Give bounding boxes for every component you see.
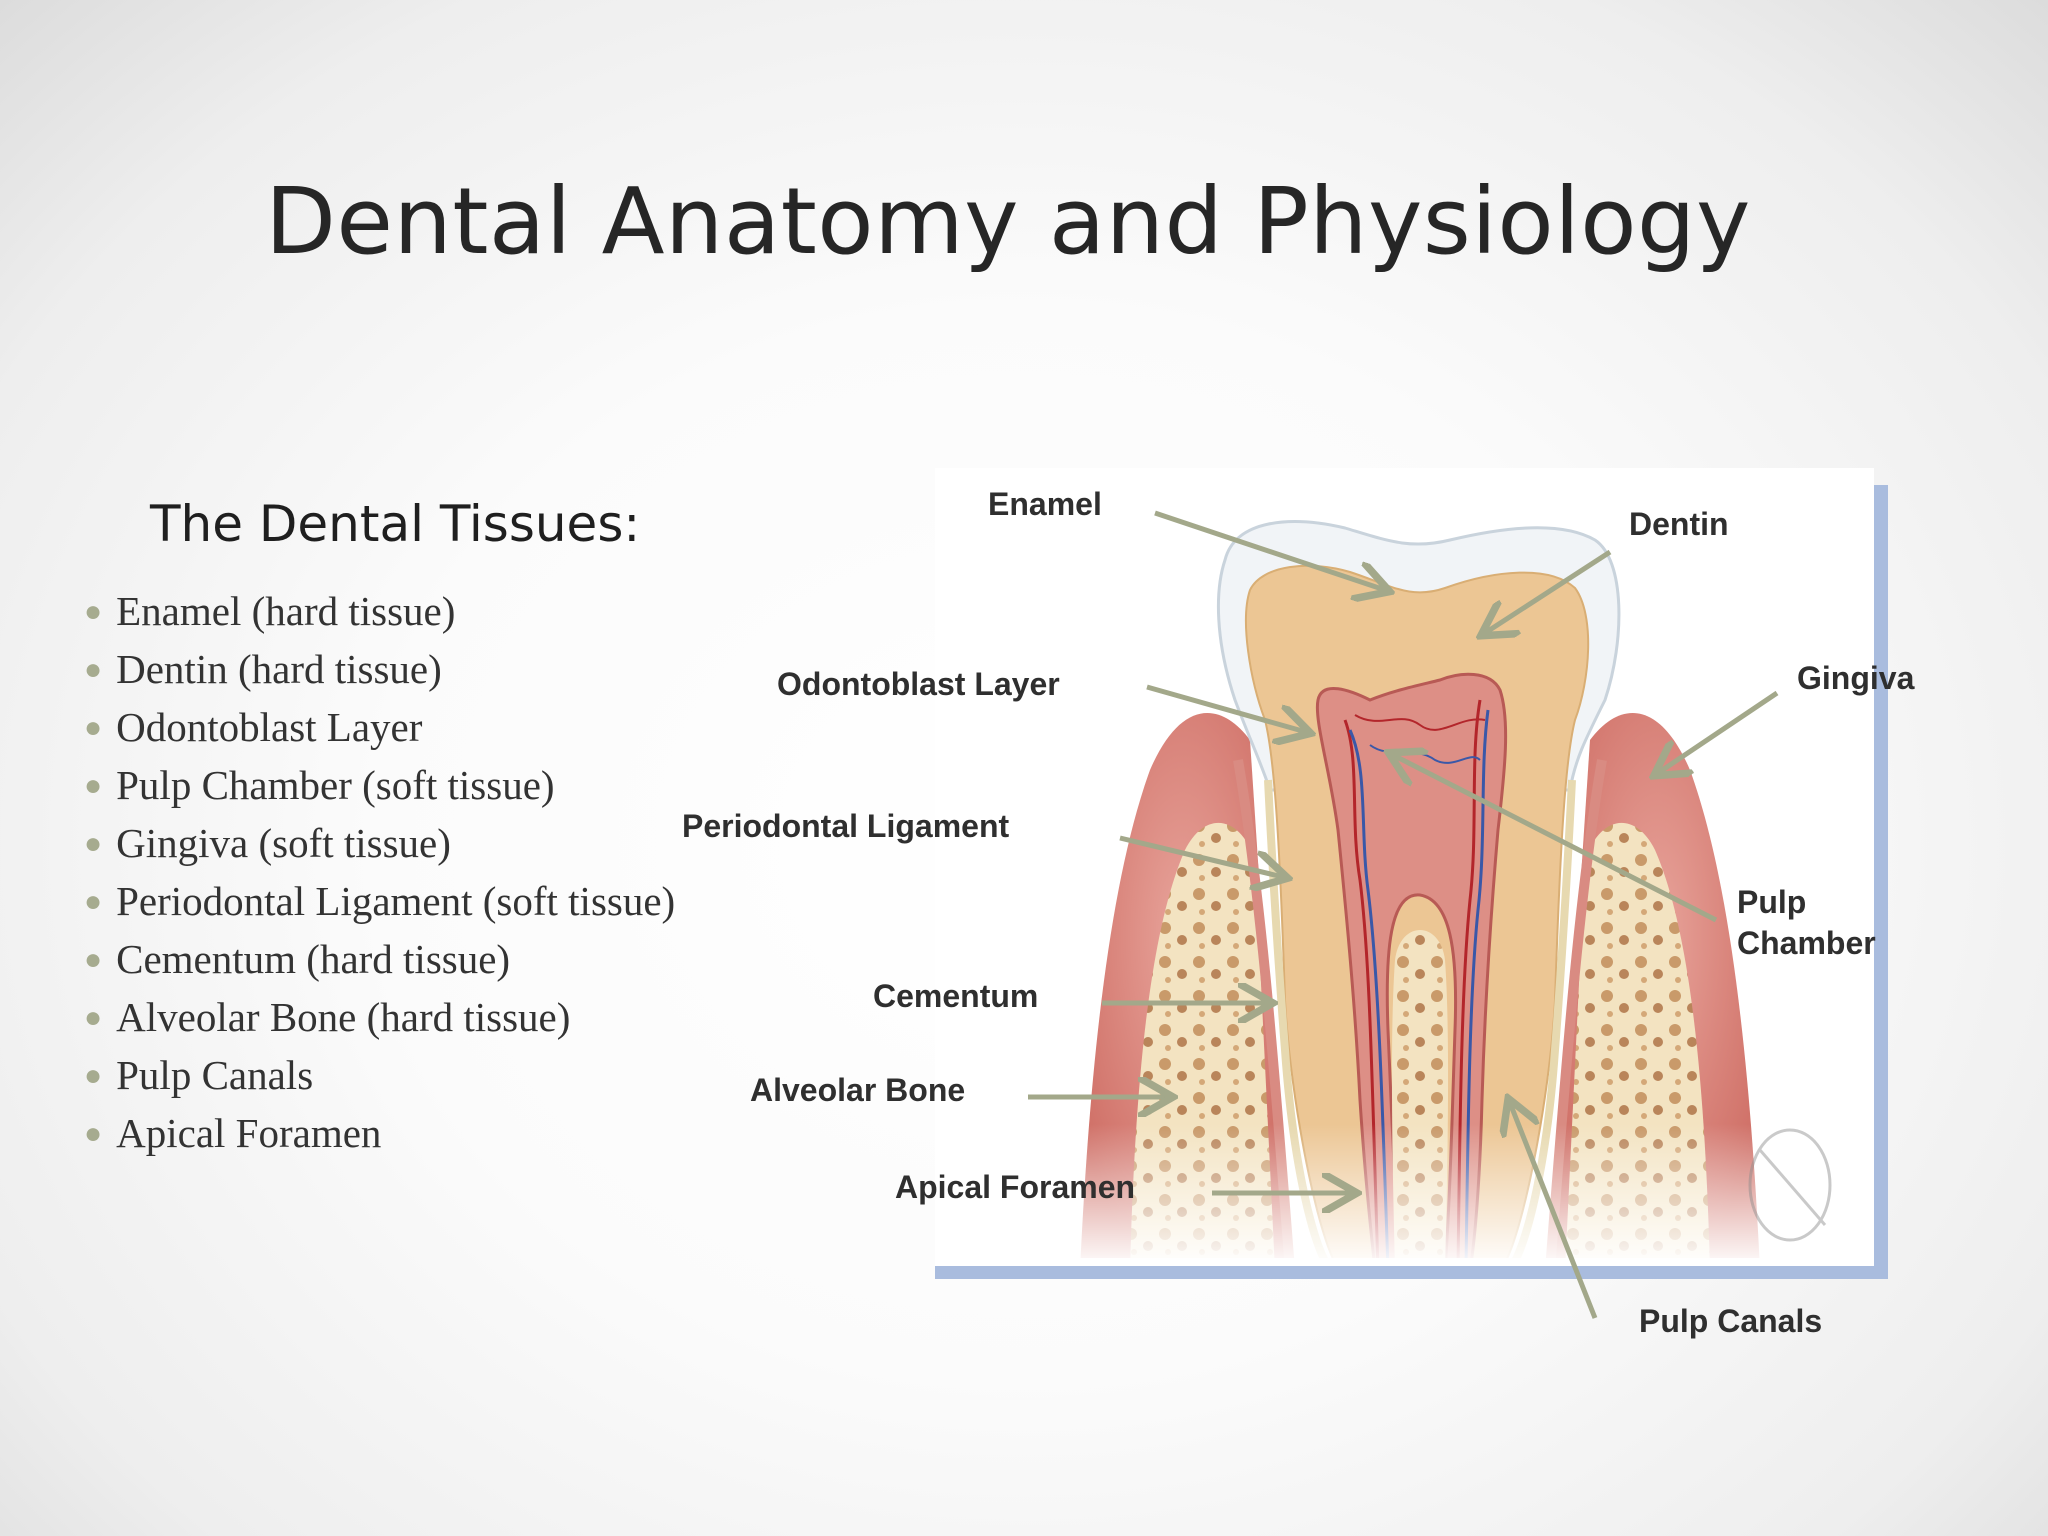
label-periodontal: Periodontal Ligament bbox=[682, 808, 1009, 844]
tooth-illustration bbox=[935, 468, 1875, 1270]
label-apical: Apical Foramen bbox=[895, 1169, 1135, 1205]
label-cementum: Cementum bbox=[873, 978, 1038, 1014]
label-gingiva: Gingiva bbox=[1797, 660, 1915, 696]
label-odontoblast: Odontoblast Layer bbox=[777, 666, 1060, 702]
label-enamel: Enamel bbox=[988, 486, 1102, 522]
label-pulp-chamber-line1: Pulp bbox=[1737, 884, 1806, 920]
label-dentin: Dentin bbox=[1629, 506, 1729, 542]
label-pulp-chamber-line2: Chamber bbox=[1737, 925, 1876, 961]
label-pulp-canals: Pulp Canals bbox=[1639, 1303, 1822, 1339]
label-alveolar: Alveolar Bone bbox=[750, 1072, 965, 1108]
